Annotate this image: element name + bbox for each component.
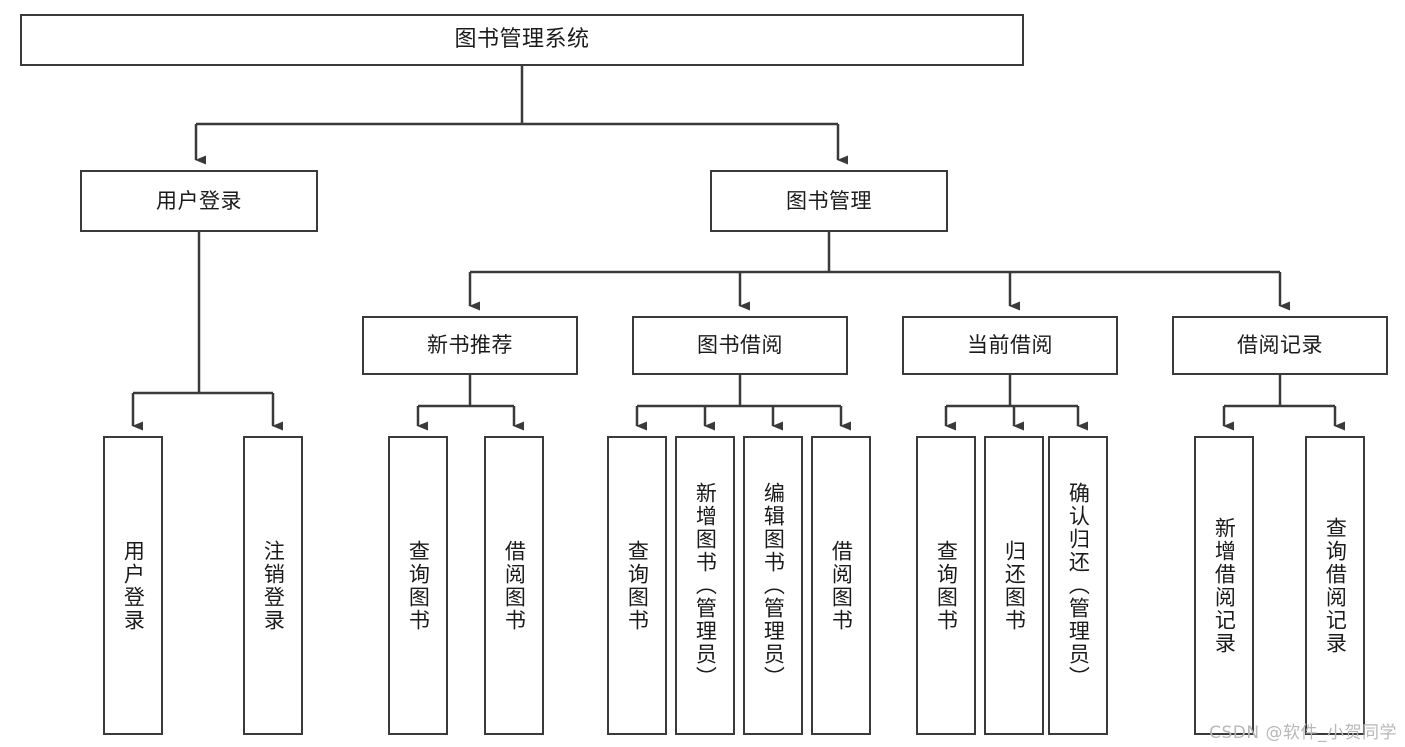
node-label: 用户登录 [121, 539, 146, 632]
node-label: 借阅图书 [829, 539, 854, 632]
node-leaf-query-borrow-record[interactable]: 查询借阅记录 [1305, 436, 1365, 735]
node-borrow-record[interactable]: 借阅记录 [1172, 316, 1388, 375]
node-label: 查询图书 [934, 539, 959, 632]
node-label: 借阅记录 [1237, 333, 1323, 358]
node-leaf-query-book-recommend[interactable]: 查询图书 [388, 436, 448, 735]
node-user-login[interactable]: 用户登录 [80, 170, 318, 232]
node-book-borrow[interactable]: 图书借阅 [632, 316, 848, 375]
node-new-book-recommend[interactable]: 新书推荐 [362, 316, 578, 375]
node-current-borrow[interactable]: 当前借阅 [902, 316, 1118, 375]
node-leaf-borrow-book-recommend[interactable]: 借阅图书 [484, 436, 544, 735]
node-label: 注销登录 [261, 539, 286, 632]
node-label: 新书推荐 [427, 333, 513, 358]
node-label: 归还图书 [1002, 539, 1027, 632]
node-leaf-user-login[interactable]: 用户登录 [103, 436, 163, 735]
node-leaf-add-borrow-record[interactable]: 新增借阅记录 [1194, 436, 1254, 735]
node-leaf-confirm-return-admin[interactable]: 确认归还（管理员） [1048, 436, 1108, 735]
node-leaf-query-book-borrow[interactable]: 查询图书 [607, 436, 667, 735]
node-label: 查询图书 [625, 539, 650, 632]
node-leaf-add-book-admin[interactable]: 新增图书（管理员） [675, 436, 735, 735]
node-label: 借阅图书 [502, 539, 527, 632]
node-leaf-edit-book-admin[interactable]: 编辑图书（管理员） [743, 436, 803, 735]
node-label: 图书管理系统 [454, 27, 590, 53]
node-leaf-query-book-current[interactable]: 查询图书 [916, 436, 976, 735]
node-leaf-logout-login[interactable]: 注销登录 [243, 436, 303, 735]
node-label: 图书借阅 [697, 333, 783, 358]
node-book-management[interactable]: 图书管理 [710, 170, 948, 232]
node-label: 新增借阅记录 [1212, 516, 1237, 655]
node-label: 新增图书（管理员） [693, 482, 718, 689]
node-label: 编辑图书（管理员） [761, 482, 786, 689]
node-label: 当前借阅 [967, 333, 1053, 358]
node-leaf-borrow-book[interactable]: 借阅图书 [811, 436, 871, 735]
node-leaf-return-book[interactable]: 归还图书 [984, 436, 1044, 735]
node-label: 查询图书 [406, 539, 431, 632]
node-label: 查询借阅记录 [1323, 516, 1348, 655]
node-label: 确认归还（管理员） [1066, 482, 1091, 689]
node-book-management-system[interactable]: 图书管理系统 [20, 14, 1024, 66]
node-label: 图书管理 [786, 188, 872, 213]
node-label: 用户登录 [156, 188, 242, 213]
